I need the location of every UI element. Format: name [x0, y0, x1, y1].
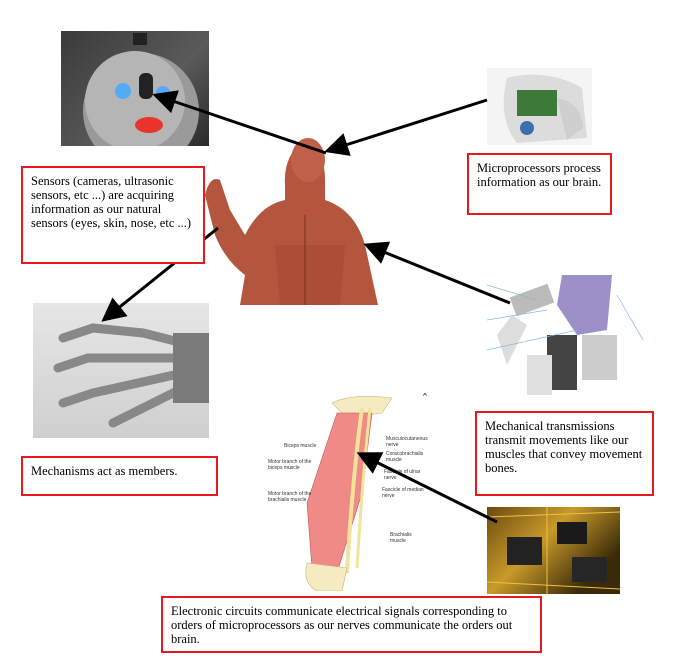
arm-label-biceps: Biceps muscle: [284, 443, 317, 449]
robot-head-photo: [61, 31, 209, 146]
arm-label-brachialis: Brachialis muscle: [390, 532, 412, 544]
circuit-board-photo: [487, 507, 620, 594]
sensors-caption: Sensors (cameras, ultrasonic sensors, et…: [21, 166, 205, 264]
arm-label-motor-brachialis: Motor branch of the brachialis muscle: [268, 491, 312, 503]
mechanical-transmissions-caption: Mechanical transmissions transmit moveme…: [475, 411, 654, 496]
humanoid-robot-photo: [487, 275, 643, 397]
electronic-circuits-caption: Electronic circuits communicate electric…: [161, 596, 542, 653]
arm-label-musculocutaneous: Musculocutaneous nerve: [386, 436, 428, 448]
arm-anatomy-diagram: Biceps muscle Motor branch of the biceps…: [262, 393, 432, 591]
arm-label-ulnar: Fascicle of ulnar nerve: [384, 469, 421, 481]
robot-head-open-photo: [487, 68, 592, 145]
close-icon[interactable]: ×: [422, 393, 428, 400]
human-muscle-figure: [205, 135, 378, 305]
arm-label-coracobrachialis: Coracobrachialis muscle: [386, 451, 424, 463]
robot-hand-photo: [33, 303, 209, 438]
mechanisms-caption: Mechanisms act as members.: [21, 456, 218, 496]
arm-label-median: Fascicle of median nerve: [382, 487, 424, 499]
microprocessors-caption: Microprocessors process information as o…: [467, 153, 612, 215]
arm-label-motor-biceps: Motor branch of the biceps muscle: [268, 459, 312, 471]
